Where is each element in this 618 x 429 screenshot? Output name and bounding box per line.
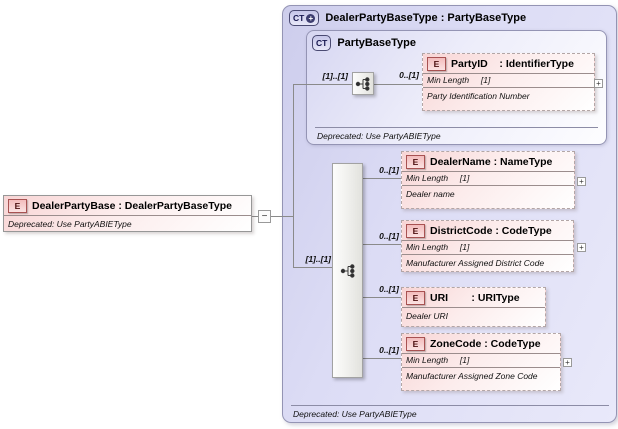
complextype-header: CT + DealerPartyBaseType : PartyBaseType: [289, 10, 526, 26]
element-icon: E: [406, 154, 425, 169]
element-title-row: E DistrictCode : CodeType: [402, 221, 573, 241]
complextype-plus-badge: CT +: [289, 10, 320, 26]
connector-line: [293, 84, 352, 85]
cardinality-districtcode: 0..[1]: [379, 231, 399, 241]
expand-toggle[interactable]: +: [577, 177, 586, 186]
element-annotation: Manufacturer Assigned Zone Code: [406, 371, 538, 381]
cardinality-zonecode: 0..[1]: [379, 345, 399, 355]
element-node-dealername[interactable]: E DealerName : NameType Min Length [1] D…: [401, 151, 575, 209]
sequence-group-base[interactable]: [352, 72, 374, 95]
sequence-icon: [340, 263, 355, 278]
element-node-districtcode[interactable]: E DistrictCode : CodeType Min Length [1]…: [401, 220, 574, 272]
connector-line: [271, 216, 293, 217]
ct-badge-label: CT: [293, 13, 305, 23]
cardinality-partyid: 0..[1]: [399, 70, 419, 80]
element-title: ZoneCode : CodeType: [430, 337, 541, 350]
element-node-dealerpartybase[interactable]: E DealerPartyBase : DealerPartyBaseType …: [3, 195, 252, 232]
complextype-deprecated-note: Deprecated: Use PartyABIEType: [291, 405, 609, 419]
element-title: PartyID : IdentifierType: [451, 57, 574, 70]
element-annotation: Deprecated: Use PartyABIEType: [8, 219, 132, 229]
cardinality-base-sequence: [1]..[1]: [322, 71, 349, 81]
element-node-partyid[interactable]: E PartyID : IdentifierType Min Length [1…: [422, 53, 595, 111]
collapse-toggle[interactable]: −: [258, 210, 271, 223]
element-title-row: E ZoneCode : CodeType: [402, 334, 560, 354]
element-title-row: E PartyID : IdentifierType: [423, 54, 594, 74]
expand-toggle[interactable]: +: [594, 79, 603, 88]
element-facet: Min Length [1]: [402, 241, 573, 255]
derivation-plus-icon: +: [306, 13, 316, 23]
connector-line: [293, 267, 332, 268]
connector-line: [363, 358, 401, 359]
element-icon: E: [427, 56, 446, 71]
connector-line: [374, 84, 422, 85]
element-icon: E: [406, 223, 425, 238]
element-annotation: Manufacturer Assigned District Code: [406, 258, 545, 268]
element-annotation: Party Identification Number: [427, 91, 530, 101]
connector-line: [363, 244, 401, 245]
expand-toggle[interactable]: +: [577, 243, 586, 252]
element-icon: E: [406, 290, 425, 305]
basetype-deprecated-note: Deprecated: Use PartyABIEType: [315, 127, 598, 141]
connector-line: [252, 216, 259, 217]
connector-line: [363, 178, 401, 179]
sequence-icon: [355, 76, 370, 91]
connector-trunk-line: [293, 84, 294, 268]
element-title: DistrictCode : CodeType: [430, 224, 552, 237]
basetype-header: CT PartyBaseType: [312, 35, 416, 51]
cardinality-ext-sequence: [1]..[1]: [305, 254, 332, 264]
expand-toggle[interactable]: +: [563, 358, 572, 367]
element-annotation: Dealer URI: [406, 311, 449, 321]
connector-line: [363, 297, 401, 298]
element-title: URI : URIType: [430, 291, 520, 304]
element-node-uri[interactable]: E URI : URIType Dealer URI: [401, 287, 546, 327]
element-title: DealerPartyBase : DealerPartyBaseType: [32, 199, 233, 212]
cardinality-uri: 0..[1]: [379, 284, 399, 294]
basetype-ct-badge: CT: [312, 35, 332, 51]
sequence-group-extension[interactable]: [332, 163, 363, 378]
element-facet: Min Length [1]: [402, 354, 560, 368]
element-icon: E: [406, 336, 425, 351]
element-facet: Min Length [1]: [423, 74, 594, 88]
element-title-row: E URI : URIType: [402, 288, 545, 308]
element-title-row: E DealerName : NameType: [402, 152, 574, 172]
element-annotation: Dealer name: [406, 189, 455, 199]
complextype-title: DealerPartyBaseType : PartyBaseType: [325, 12, 527, 24]
element-facet: Min Length [1]: [402, 172, 574, 186]
basetype-title: PartyBaseType: [337, 37, 417, 49]
cardinality-dealername: 0..[1]: [379, 165, 399, 175]
element-title: DealerName : NameType: [430, 155, 553, 168]
element-title-row: E DealerPartyBase : DealerPartyBaseType: [4, 196, 251, 216]
element-node-zonecode[interactable]: E ZoneCode : CodeType Min Length [1] Man…: [401, 333, 561, 391]
element-icon: E: [8, 198, 27, 213]
